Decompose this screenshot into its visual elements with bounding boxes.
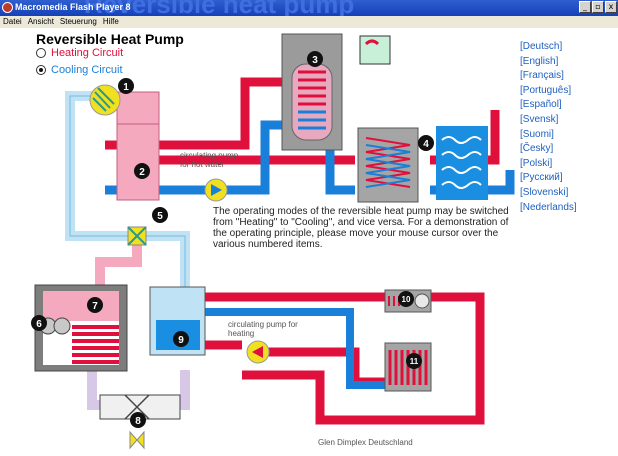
badge-2-label: 2	[139, 167, 145, 178]
mode-heating-label[interactable]: Heating Circuit	[51, 47, 124, 59]
pump-label-heating-line2: heating	[228, 329, 255, 338]
badge-6[interactable]	[31, 315, 47, 331]
fan-coil-fan	[414, 293, 430, 309]
close-button[interactable]: x	[605, 1, 617, 13]
expansion-valve-cross	[124, 394, 150, 420]
window-controls: _ ▫ x	[579, 1, 617, 13]
lang-deutsch[interactable]: [Deutsch]	[520, 41, 563, 52]
lang-svensk[interactable]: [Svensk]	[520, 113, 559, 125]
badge-9[interactable]	[173, 331, 189, 347]
badge-4[interactable]	[418, 135, 434, 151]
lang-cesky[interactable]: [Česky]	[520, 143, 554, 155]
menu-steuerung[interactable]: Steuerung	[59, 17, 97, 26]
lang-francais[interactable]: [Français]	[520, 70, 564, 82]
badge-2[interactable]	[134, 163, 150, 179]
radio-heating[interactable]	[36, 48, 46, 58]
pump-label-hot-water-line2: for hot water	[180, 160, 225, 169]
tank-coil-cold	[298, 110, 326, 130]
mode-heating[interactable]: Heating Circuit	[36, 47, 123, 59]
badge-1-label: 1	[123, 82, 129, 93]
lang-portugues[interactable]: [Português]	[520, 84, 572, 96]
evaporator-fins	[72, 325, 119, 364]
diagram-title: Reversible Heat Pump	[36, 31, 184, 47]
menu-datei[interactable]: Datei	[3, 17, 22, 26]
expansion-valve-left[interactable]	[129, 430, 138, 450]
lang-english[interactable]: [English]	[520, 55, 559, 67]
compressor-lines	[92, 87, 115, 112]
pump-label-hot-water: circulating pump for hot water	[180, 151, 238, 169]
hot-water-line	[105, 77, 282, 150]
menu-hilfe[interactable]: Hilfe	[102, 17, 119, 26]
valve-cross	[127, 226, 147, 246]
background-heading: Reversible heat pump	[84, 0, 355, 16]
radio-cooling[interactable]	[36, 65, 46, 75]
badge-7[interactable]	[87, 297, 103, 313]
badge-7-label: 7	[92, 301, 98, 312]
mode-cooling-label[interactable]: Cooling Circuit	[51, 64, 123, 76]
refrigerant-line-pink	[95, 236, 142, 285]
tank-coil-hot	[298, 70, 326, 106]
pump-label-hot-water-line1: circulating pump	[180, 151, 239, 160]
menu-bar: Datei Ansicht Steuerung Hilfe	[0, 16, 618, 28]
window-title: Macromedia Flash Player 8	[15, 2, 131, 12]
mode-cooling[interactable]: Cooling Circuit	[36, 64, 123, 76]
lang-slovenski[interactable]: [Slovenski]	[520, 186, 569, 198]
minimize-button[interactable]: _	[579, 1, 591, 13]
heating-cold-line	[205, 308, 385, 389]
window-titlebar: Reversible heat pump Macromedia Flash Pl…	[0, 0, 618, 16]
badge-6-label: 6	[36, 319, 42, 330]
pump-arrow	[211, 184, 222, 196]
badge-11[interactable]	[406, 353, 422, 369]
badge-5[interactable]	[152, 207, 168, 223]
lang-suomi[interactable]: [Suomi]	[520, 128, 554, 140]
badge-10-label: 10	[402, 295, 411, 304]
heating-flow-line	[205, 292, 485, 425]
badge-3-label: 3	[312, 55, 318, 66]
lang-nederlands[interactable]: [Nederlands]	[520, 201, 577, 213]
lang-russkiy[interactable]: [Русский]	[520, 172, 563, 184]
pump-label-heating: circulating pump for heating	[228, 320, 298, 338]
expansion-valve-right	[136, 430, 145, 450]
flash-player-icon	[2, 2, 13, 13]
badge-4-label: 4	[423, 139, 429, 150]
lang-polski[interactable]: [Polski]	[520, 157, 553, 169]
refrigerant-line-left-outline	[69, 95, 186, 290]
language-list: [Deutsch] [English] [Français] [Portuguê…	[520, 40, 577, 215]
badge-9-label: 9	[178, 335, 184, 346]
badge-11-label: 11	[410, 357, 419, 366]
maximize-button[interactable]: ▫	[592, 1, 604, 13]
compressor-symbol[interactable]	[89, 84, 121, 116]
description-text: The operating modes of the reversible he…	[213, 206, 509, 250]
evaporator-pink	[43, 291, 119, 321]
cold-water-line	[105, 120, 282, 195]
shower-head	[364, 39, 380, 46]
credit-text: Glen Dimplex Deutschland	[318, 438, 413, 447]
floor-heating-coil	[388, 350, 428, 385]
lang-espanol[interactable]: [Español]	[520, 99, 562, 111]
water-waves	[441, 136, 482, 189]
menu-ansicht[interactable]: Ansicht	[27, 17, 54, 26]
badge-3[interactable]	[307, 51, 323, 67]
badge-5-label: 5	[157, 211, 163, 222]
number-badges: 1 2 3 4 5 6 7 8 9 10 11	[31, 51, 434, 428]
exchanger-coil-blue	[365, 144, 411, 188]
condenser-top	[116, 91, 160, 125]
fan-right	[53, 317, 71, 335]
heating-pump-arrow	[252, 346, 263, 358]
pump-label-heating-line1: circulating pump for	[228, 320, 298, 329]
badge-8-label: 8	[135, 416, 141, 427]
condenser[interactable]	[116, 121, 160, 201]
badge-1[interactable]	[118, 78, 134, 94]
badge-8[interactable]	[130, 412, 146, 428]
badge-10[interactable]	[398, 291, 414, 307]
